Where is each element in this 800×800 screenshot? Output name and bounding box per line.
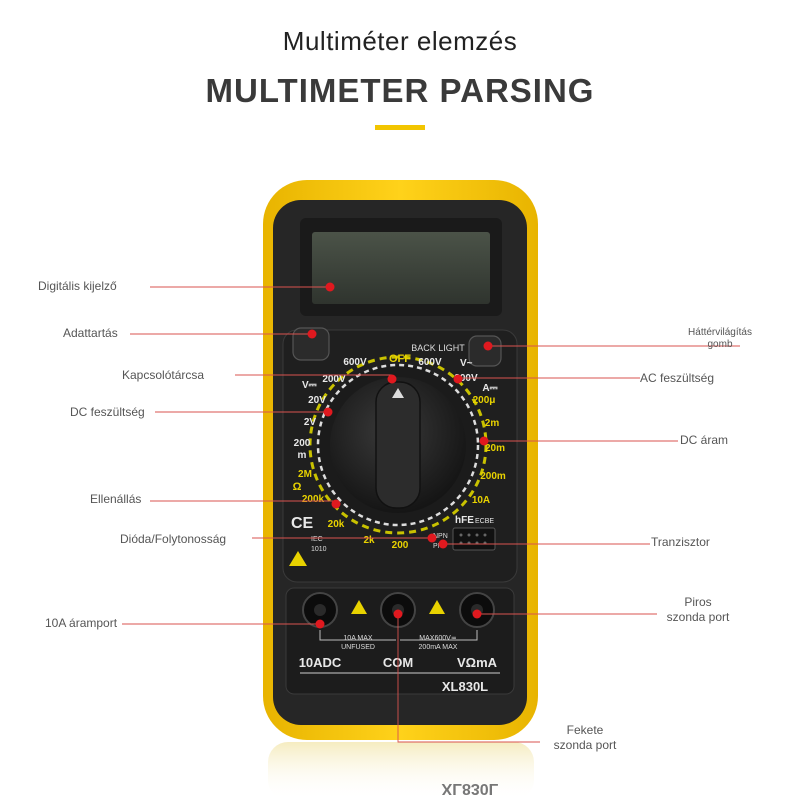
knob-pointer-icon [392, 388, 404, 398]
page-subtitle: Multiméter elemzés [282, 26, 518, 56]
warning-icon [289, 551, 307, 566]
dial-2k: 2k [363, 535, 375, 546]
hold-button[interactable] [292, 327, 330, 361]
port-label-vma: VΩmA [457, 655, 498, 670]
dial-10a: 10A [472, 495, 490, 506]
callout-red-probe: Piros szonda port [648, 595, 748, 625]
dial-2ma: 2m [485, 418, 500, 429]
knob-grip [375, 381, 421, 509]
dial-20v: 20V [308, 395, 326, 406]
page-title: MULTIMETER PARSING [205, 72, 595, 109]
callout-digital-display: Digitális kijelző [38, 279, 117, 293]
callout-black-probe-line1: Fekete [566, 723, 604, 737]
callout-dc-voltage: DC feszültség [70, 405, 145, 419]
volt-dc-symbol: V⎓ [302, 380, 317, 391]
callout-black-probe: Fekete szonda port [535, 723, 635, 753]
dial-200-ohm: 200 [392, 540, 409, 551]
lcd-screen [312, 232, 490, 304]
callout-transistor: Tranzisztor [651, 535, 710, 549]
dial-2m-ohm: 2M [298, 469, 312, 480]
reflection [268, 742, 534, 800]
dial-600v-right: 600V [418, 357, 442, 368]
warning-icon [351, 600, 367, 614]
port-vma-note1: MAX600V≂ [419, 635, 457, 642]
dial-20ma: 20m [485, 443, 505, 454]
callout-resistance: Ellenállás [90, 492, 142, 506]
port-10a[interactable] [302, 592, 338, 628]
amp-dc-symbol: A⎓ [482, 383, 497, 394]
callout-10a-port: 10A áramport [45, 616, 118, 630]
warning-icon [429, 600, 445, 614]
npn-label: NPN [433, 533, 448, 540]
dial-200k: 200k [302, 494, 325, 505]
ecbe-label: ECBE [475, 518, 494, 525]
callout-backlight-line1: Háttérvilágítás [688, 327, 752, 338]
callout-backlight: Háttérvilágítás gomb [665, 327, 775, 351]
dial-600v-left: 600V [343, 357, 367, 368]
port-10a-note2: UNFUSED [341, 644, 375, 651]
callout-black-probe-line2: szonda port [553, 738, 617, 752]
port-label-10adc: 10ADC [299, 655, 342, 670]
model-label: XL830L [442, 679, 488, 694]
callout-dial: Kapcsolótárcsa [122, 368, 205, 382]
dial-m: m [298, 450, 307, 461]
dial-off: OFF [389, 353, 411, 365]
dial-200v-right: 200V [454, 373, 478, 384]
ce-mark: CE [291, 515, 314, 532]
callout-lines [122, 286, 740, 743]
dial-2v: 2V [304, 417, 317, 428]
port-panel [285, 587, 515, 695]
hfe-label: hFE [455, 515, 474, 526]
callout-data-hold: Adattartás [63, 326, 118, 340]
callout-ac-voltage: AC feszültség [640, 371, 715, 385]
dial-200v-left: 200V [322, 374, 346, 385]
dial-200ma: 200m [480, 471, 506, 482]
port-vma-note2: 200mA MAX [419, 644, 458, 651]
dial-20k: 20k [328, 519, 345, 530]
transistor-socket[interactable] [452, 527, 496, 551]
model-reflection: XL830L [442, 780, 499, 797]
backlight-label: BACK LIGHT [411, 343, 465, 353]
dial-200mv: 200 [294, 438, 311, 449]
iec-label: IEC [311, 536, 323, 543]
callout-red-probe-line1: Piros [684, 595, 712, 609]
callout-red-probe-line2: szonda port [666, 610, 730, 624]
callout-diode: Dióda/Folytonosság [120, 532, 227, 546]
dial-200ua: 200μ [473, 395, 496, 406]
ohm-symbol: Ω [293, 481, 302, 493]
callout-backlight-line2: gomb [707, 339, 733, 350]
title-underline [375, 125, 425, 130]
callout-dc-current: DC áram [680, 433, 729, 447]
callout-dots [307, 282, 493, 629]
backlight-button[interactable] [468, 335, 502, 367]
volt-ac-symbol: V~ [460, 358, 473, 369]
iec-number: 1010 [311, 546, 327, 553]
port-10a-note1: 10A MAX [343, 635, 373, 642]
